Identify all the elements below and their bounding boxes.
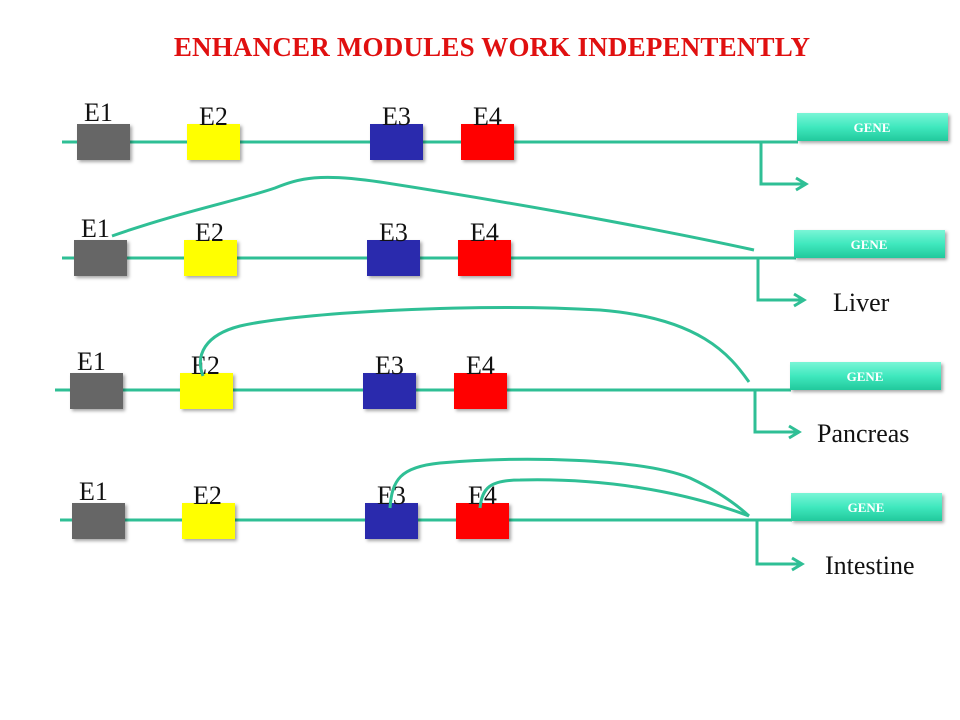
- enhancer-e2-box: [180, 373, 233, 409]
- enhancer-e3-label: E3: [379, 218, 408, 247]
- enhancer-e1-label: E1: [79, 477, 108, 506]
- transcription-arrow: [759, 142, 805, 186]
- enhancer-e3-box: [367, 240, 420, 276]
- enhancer-e4-label: E4: [473, 102, 502, 131]
- enhancer-e2-box: [182, 503, 235, 539]
- enhancer-e4-label: E4: [466, 351, 495, 380]
- gene-label: GENE: [851, 237, 888, 252]
- enhancer-e3-label: E3: [375, 351, 404, 380]
- enhancer-e2-label: E2: [199, 102, 228, 131]
- slide-title: ENHANCER MODULES WORK INDEPENTENTLY: [173, 32, 811, 62]
- enhancer-e2-box: [184, 240, 237, 276]
- transcription-arrow: [753, 390, 798, 434]
- gene-box: [797, 113, 948, 141]
- gene-row-2: E1 E2 E3 E4 GENE Liver: [62, 175, 945, 317]
- gene-box: [794, 230, 945, 258]
- enhancer-e1-box: [74, 240, 127, 276]
- enhancer-e3-box: [363, 373, 416, 409]
- enhancer-e2-box: [187, 124, 240, 160]
- enhancer-loop-e2: [198, 306, 751, 383]
- enhancer-e2-label: E2: [193, 481, 222, 510]
- gene-box: [791, 493, 942, 521]
- enhancer-e4-box: [461, 124, 514, 160]
- tissue-label-liver: Liver: [833, 288, 890, 317]
- enhancer-loop-e4: [478, 478, 750, 518]
- transcription-arrowhead: [791, 556, 805, 572]
- enhancer-e1-box: [70, 373, 123, 409]
- enhancer-loop-e1: [111, 175, 755, 252]
- enhancer-e1-box: [72, 503, 125, 539]
- enhancer-e1-label: E1: [84, 98, 113, 127]
- enhancer-e1-label: E1: [81, 214, 110, 243]
- gene-label: GENE: [847, 369, 884, 384]
- enhancer-e1-label: E1: [77, 347, 106, 376]
- enhancer-e1-box: [77, 124, 130, 160]
- gene-row-3: E1 E2 E3 E4 GENE Pancreas: [55, 306, 941, 448]
- transcription-arrowhead: [788, 424, 802, 440]
- gene-row-4: E1 E2 E3 E4 GENE Intestine: [60, 457, 942, 580]
- enhancer-e3-label: E3: [382, 102, 411, 131]
- transcription-arrowhead: [795, 176, 809, 192]
- transcription-arrow: [756, 258, 803, 302]
- enhancer-e2-label: E2: [191, 351, 220, 380]
- enhancer-e4-box: [458, 240, 511, 276]
- transcription-arrowhead: [793, 292, 807, 308]
- enhancer-loop-e3: [388, 457, 751, 518]
- gene-label: GENE: [854, 120, 891, 135]
- enhancer-e4-label: E4: [470, 218, 499, 247]
- transcription-arrow: [755, 520, 801, 566]
- enhancer-e3-box: [370, 124, 423, 160]
- enhancer-e4-box: [454, 373, 507, 409]
- enhancer-e2-label: E2: [195, 218, 224, 247]
- tissue-label-pancreas: Pancreas: [817, 419, 909, 448]
- enhancer-e3-box: [365, 503, 418, 539]
- gene-box: [790, 362, 941, 390]
- gene-row-1: E1 E2 E3 E4 GENE: [62, 98, 948, 192]
- enhancer-e4-box: [456, 503, 509, 539]
- tissue-label-intestine: Intestine: [825, 551, 915, 580]
- gene-label: GENE: [848, 500, 885, 515]
